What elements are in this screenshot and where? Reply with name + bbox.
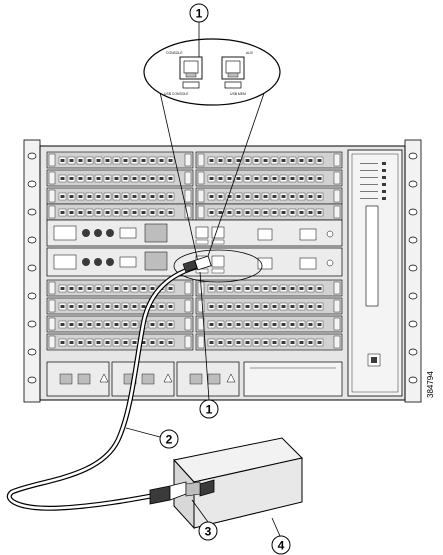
rail-hole — [27, 320, 37, 328]
status-led — [382, 169, 386, 172]
rail-hole — [408, 348, 418, 356]
line-card-column-left — [46, 151, 194, 351]
rail-holes — [27, 152, 418, 384]
svg-text:2: 2 — [166, 433, 173, 447]
status-led — [382, 162, 386, 165]
rail-hole — [408, 180, 418, 188]
rail-hole — [408, 236, 418, 244]
zoom-aux-port — [221, 56, 245, 89]
rail-hole — [27, 180, 37, 188]
rail-hole — [27, 236, 37, 244]
rail-hole — [27, 348, 37, 356]
rail-hole — [27, 292, 37, 300]
router-chassis — [23, 139, 422, 403]
line-card — [195, 187, 343, 205]
line-card — [195, 315, 343, 333]
svg-text:3: 3 — [205, 525, 212, 539]
rail-hole — [408, 152, 418, 160]
callout-1-middle: 1 — [199, 399, 219, 419]
line-card — [46, 169, 194, 187]
line-card — [46, 203, 194, 221]
line-card — [195, 333, 343, 351]
callout-2-cable: 2 — [159, 429, 179, 449]
line-card — [46, 315, 194, 333]
figure-id: 384794 — [426, 371, 435, 398]
svg-text:4: 4 — [278, 539, 285, 553]
status-led — [382, 190, 386, 193]
zoom-usb-mem-label: USB MEM — [230, 92, 246, 96]
line-card — [46, 333, 194, 351]
rail-hole — [27, 264, 37, 272]
rail-hole — [408, 320, 418, 328]
rail-hole — [408, 376, 418, 384]
zoom-console-label: CONSOLE — [166, 51, 183, 55]
svg-text:1: 1 — [196, 7, 203, 21]
rail-hole — [408, 292, 418, 300]
line-card — [195, 169, 343, 187]
status-led-list — [360, 162, 386, 200]
status-led — [382, 183, 386, 186]
line-card — [46, 279, 194, 297]
terminal-device — [149, 437, 303, 530]
zoom-aux-label: AUX — [246, 51, 254, 55]
callout-1-top: 1 — [189, 3, 209, 23]
rail-hole — [27, 376, 37, 384]
console-port-zoom: CONSOLE AUX USB CONSOLE USB MEM — [143, 38, 281, 283]
rail-hole — [27, 208, 37, 216]
status-led — [382, 197, 386, 200]
line-card — [46, 151, 194, 169]
db9-adapter — [149, 479, 215, 505]
line-card — [195, 151, 343, 169]
line-card — [46, 297, 194, 315]
callout-4-box: 4 — [271, 535, 291, 555]
console-cable — [6, 255, 212, 511]
rail-hole — [27, 152, 37, 160]
leader-lines — [125, 22, 281, 537]
line-card — [195, 279, 343, 297]
line-card-column-middle — [195, 151, 343, 351]
zoom-usb-console-label: USB CONSOLE — [164, 92, 189, 96]
callout-3-connector: 3 — [198, 521, 218, 541]
line-card — [195, 297, 343, 315]
fan-tray-panel — [347, 149, 403, 397]
zoom-console-port — [179, 56, 203, 89]
rail-hole — [408, 208, 418, 216]
status-led — [382, 176, 386, 179]
power-supply-row — [46, 361, 343, 397]
svg-text:1: 1 — [206, 403, 213, 417]
route-processor-upper — [46, 219, 343, 247]
line-card — [195, 203, 343, 221]
line-card — [46, 187, 194, 205]
rail-hole — [408, 264, 418, 272]
